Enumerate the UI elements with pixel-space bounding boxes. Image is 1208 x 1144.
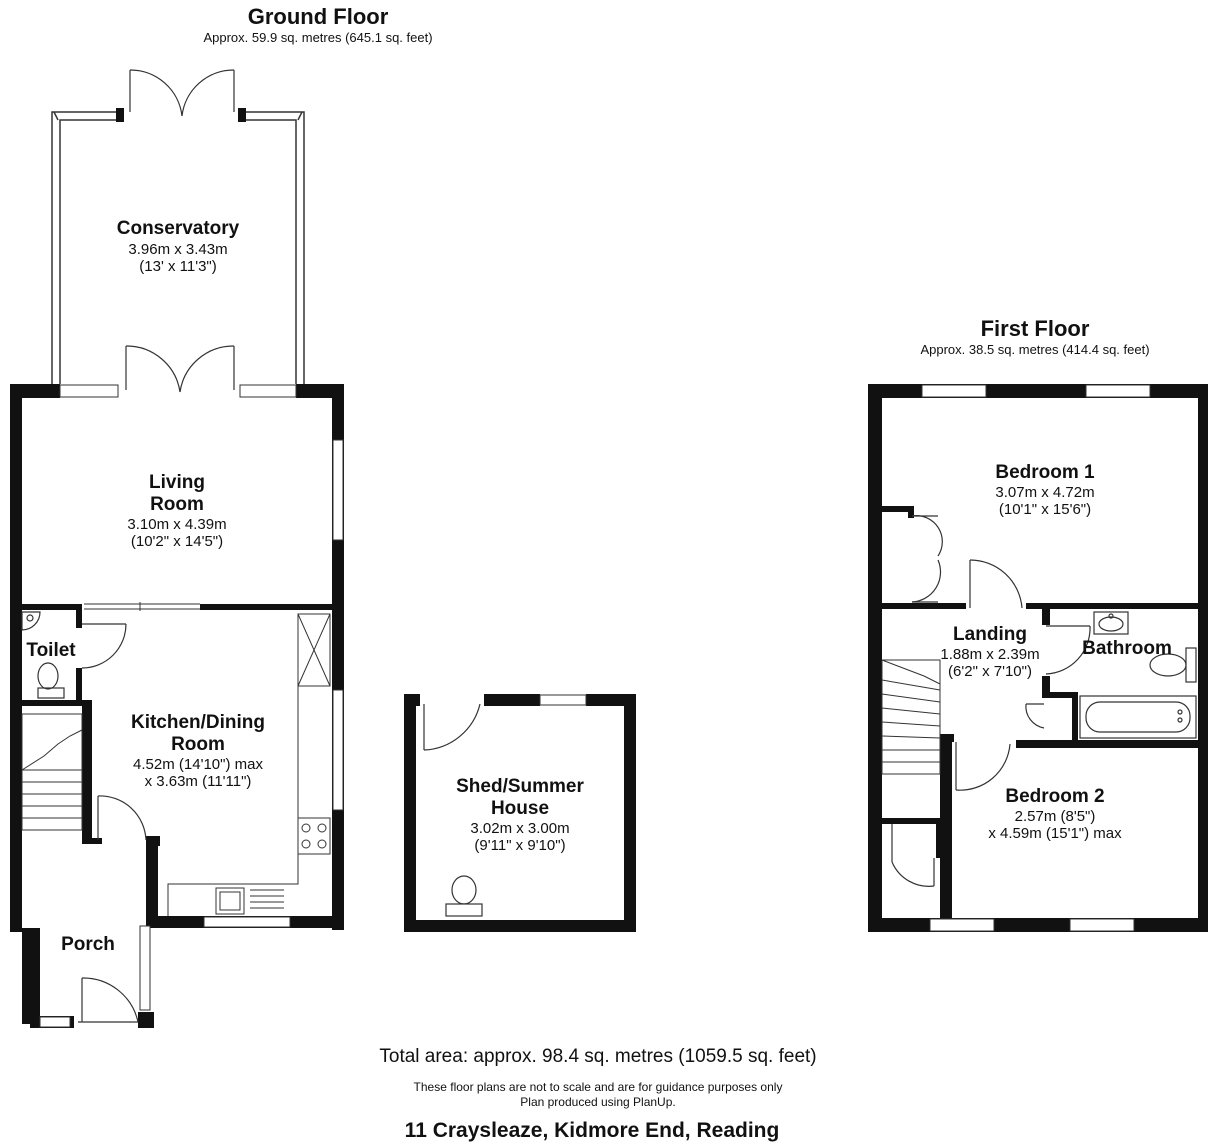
first-floor-stairs [881,659,941,775]
disclaimer-line-2: Plan produced using PlanUp. [520,1095,676,1109]
bathroom-fixtures [1079,611,1197,739]
shed-dim-ft: (9'11" x 9'10") [474,837,566,854]
ground-floor-area: Approx. 59.9 sq. metres (645.1 sq. feet) [203,30,433,45]
first-floor-plan [868,384,1208,932]
disclaimer-line-1: These floor plans are not to scale and a… [413,1080,783,1094]
bedroom1-dim-ft: (10'1" x 15'6") [998,501,1092,518]
ground-floor-windows [39,384,344,1028]
bathroom-name: Bathroom [1082,638,1172,659]
shed-window [539,694,587,706]
landing-dim-m: 1.88m x 2.39m [940,646,1040,663]
bedroom2-cupboard-door [891,824,935,887]
first-floor-title: First Floor [980,316,1090,341]
shed-name-2: House [490,798,550,819]
conservatory-dim-ft: (13' x 11'3") [139,258,217,275]
total-area: Total area: approx. 98.4 sq. metres (105… [379,1046,817,1067]
wardrobe-doors [911,515,943,603]
porch-name: Porch [61,934,115,955]
conservatory-post [238,108,246,122]
living-room-dim-ft: (10'2" x 14'5") [130,533,224,550]
kitchen-name-1: Kitchen/Dining [130,712,266,733]
bedroom2-door [955,742,1011,791]
shed-dim-m: 3.02m x 3.00m [470,820,570,837]
conservatory-frame [51,111,305,384]
bedroom1-name: Bedroom 1 [995,462,1095,483]
first-floor-windows [921,384,1151,932]
ground-floor-title: Ground Floor [247,4,389,29]
conservatory-post [116,108,124,122]
property-address: 11 Craysleaze, Kidmore End, Reading [404,1119,780,1142]
shed-name-1: Shed/Summer [456,776,584,797]
kitchen-name-2: Room [171,734,225,755]
sliding-door [84,602,200,611]
ground-floor-stairs [21,713,83,831]
shed-plan [404,694,636,932]
toilet-name: Toilet [26,640,76,661]
living-room-name-2: Room [150,494,204,515]
conservatory-dim-m: 3.96m x 3.43m [128,241,228,258]
kitchen-dim-m: 4.52m (14'10") max [133,756,263,773]
conservatory-name: Conservatory [116,218,240,239]
toilet-fixtures [21,611,127,699]
living-room-name-1: Living [149,472,205,493]
landing-dim-ft: (6'2" x 7'10") [948,663,1032,680]
bedroom2-dim-ft: x 4.59m (15'1") max [988,825,1122,842]
bedroom1-dim-m: 3.07m x 4.72m [995,484,1095,501]
bedroom2-dim-m: 2.57m (8'5") [1014,808,1096,825]
landing-name: Landing [953,624,1027,645]
conservatory-french-doors [129,69,235,117]
ground-floor-plan [10,69,344,1028]
kitchen-dim-ft: x 3.63m (11'11") [144,773,252,790]
porch-inner-door [97,795,147,841]
kitchen-units [167,613,331,916]
living-room-french-doors [125,345,235,393]
first-floor-area: Approx. 38.5 sq. metres (414.4 sq. feet) [920,342,1150,357]
bathroom-door [1045,625,1091,675]
living-room-dim-m: 3.10m x 4.39m [127,516,227,533]
bedroom2-name: Bedroom 2 [1005,786,1105,807]
shed-door [423,703,481,751]
airing-cupboard-door [1025,703,1045,729]
porch-front-door [78,977,139,1023]
shed-wc [445,875,483,917]
bedroom1-door [969,559,1023,609]
